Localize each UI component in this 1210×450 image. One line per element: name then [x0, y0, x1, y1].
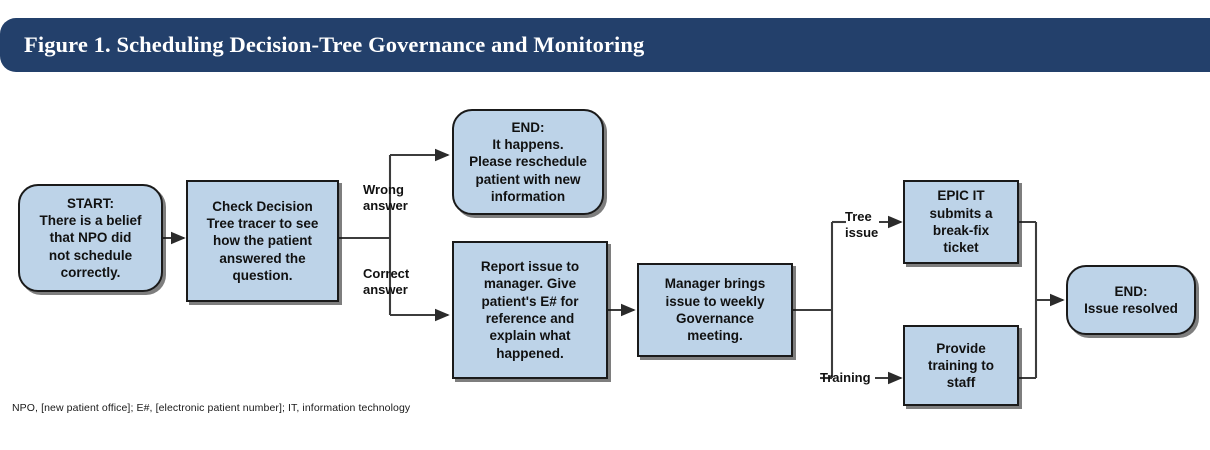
edge-label-tree-issue: Tree issue — [845, 209, 879, 240]
node-check-decision-tree[interactable]: Check Decision Tree tracer to see how th… — [186, 180, 339, 302]
node-provide-training[interactable]: Provide training to staff — [903, 325, 1019, 406]
figure-footnote: NPO, [new patient office]; E#, [electron… — [12, 402, 411, 414]
node-end-issue-resolved[interactable]: END: Issue resolved — [1066, 265, 1196, 335]
edge-label-correct-answer: Correct answer — [363, 266, 410, 297]
edge-label-training: Training — [820, 370, 871, 385]
edge-label-wrong-answer: Wrong answer — [363, 182, 408, 213]
node-start[interactable]: START: There is a belief that NPO did no… — [18, 184, 163, 292]
figure-title: Figure 1. Scheduling Decision-Tree Gover… — [24, 32, 645, 57]
node-report-issue[interactable]: Report issue to manager. Give patient's … — [452, 241, 608, 379]
figure-title-banner: Figure 1. Scheduling Decision-Tree Gover… — [0, 18, 1210, 72]
node-manager-governance[interactable]: Manager brings issue to weekly Governanc… — [637, 263, 793, 357]
node-epic-it-ticket[interactable]: EPIC IT submits a break-fix ticket — [903, 180, 1019, 264]
node-end-reschedule[interactable]: END: It happens. Please reschedule patie… — [452, 109, 604, 215]
